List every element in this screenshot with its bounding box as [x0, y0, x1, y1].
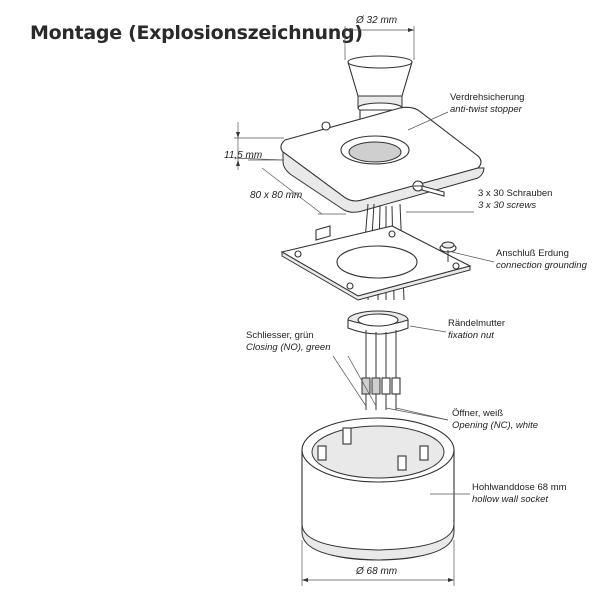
label-closing-de: Schliesser, grün — [246, 330, 314, 341]
label-nut-de: Rändelmutter — [448, 318, 506, 329]
label-screws-en: 3 x 30 screws — [478, 200, 537, 211]
hollow-wall-socket — [301, 417, 455, 561]
label-grounding: Anschluß Erdung connection grounding — [496, 248, 587, 272]
mounting-frame — [280, 225, 472, 301]
contact-blocks — [361, 330, 401, 410]
label-screws: 3 x 30 Schrauben 3 x 30 screws — [478, 188, 552, 212]
dim-plate-height: 11,5 mm — [224, 150, 263, 161]
mounting-plate — [280, 106, 485, 213]
dim-socket-diameter: Ø 68 mm — [356, 566, 398, 577]
socket-diameter-dimension — [301, 540, 455, 586]
label-anti-twist-en: anti-twist stopper — [450, 104, 522, 115]
grounding-screw — [439, 241, 457, 262]
leader-lines — [332, 111, 495, 495]
label-hollow-wall-socket: Hohlwanddose 68 mm hollow wall socket — [472, 482, 567, 506]
knurled-nut — [347, 310, 409, 335]
label-grounding-en: connection grounding — [496, 260, 587, 271]
button-diameter-dimension — [344, 26, 415, 60]
label-socket-de: Hohlwanddose 68 mm — [472, 482, 567, 493]
label-grounding-de: Anschluß Erdung — [496, 248, 569, 259]
plate-dimensions — [233, 122, 346, 215]
label-opening-de: Öffner, weiß — [452, 408, 504, 419]
label-anti-twist-stopper: Verdrehsicherung anti-twist stopper — [450, 92, 524, 116]
label-closing-contact: Schliesser, grün Closing (NO), green — [246, 330, 330, 354]
label-opening-contact: Öffner, weiß Opening (NC), white — [452, 408, 538, 432]
label-nut-en: fixation nut — [448, 330, 494, 341]
dim-button-diameter: Ø 32 mm — [356, 15, 398, 26]
label-screws-de: 3 x 30 Schrauben — [478, 188, 553, 199]
label-opening-en: Opening (NC), white — [452, 420, 539, 431]
label-closing-en: Closing (NO), green — [246, 342, 331, 353]
label-fixation-nut: Rändelmutter fixation nut — [448, 318, 505, 342]
dim-plate-size: 80 x 80 mm — [250, 190, 303, 201]
label-socket-en: hollow wall socket — [472, 494, 549, 505]
page-title: Montage (Explosionszeichnung) — [30, 22, 363, 44]
label-anti-twist-de: Verdrehsicherung — [450, 92, 525, 103]
